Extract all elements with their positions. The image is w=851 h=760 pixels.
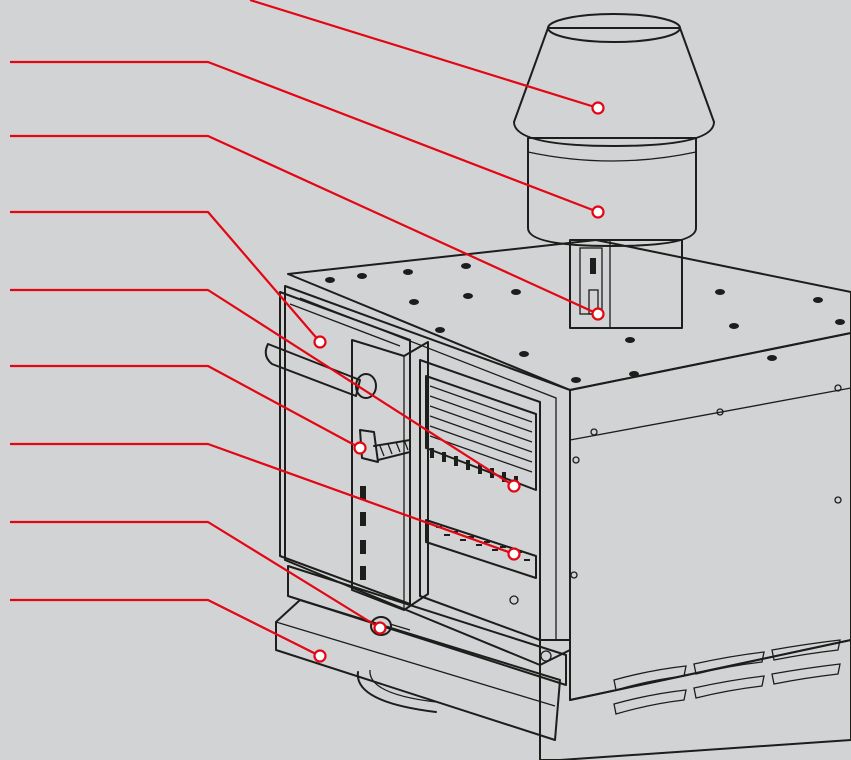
callout-chimney-cap: [249, 0, 605, 115]
oven-door: [264, 291, 429, 611]
callout-layer: [10, 0, 605, 663]
chimney-flue: [527, 137, 697, 247]
latch-spring: [373, 439, 411, 461]
flue-collar: [569, 239, 683, 329]
door-handle: [264, 343, 361, 397]
callout-grill-rack-leader: [10, 442, 515, 556]
callout-grill-rack-marker: [507, 547, 521, 561]
callout-heat-deflector: [10, 288, 521, 493]
callout-door-latch-leader: [10, 364, 361, 449]
callout-door-leader: [10, 210, 321, 343]
callout-ash-drawer-marker: [313, 649, 327, 663]
callout-door-latch-marker: [353, 441, 367, 455]
callout-chimney-flue-marker: [591, 205, 605, 219]
callout-ash-drawer: [10, 598, 327, 663]
grill-rack: [425, 519, 537, 579]
top-bolts: [325, 263, 845, 383]
drawer-knob: [370, 616, 392, 636]
callout-door: [10, 210, 327, 349]
side-panel: [569, 332, 851, 701]
callout-heat-deflector-leader: [10, 288, 515, 487]
door-panel: [279, 291, 411, 605]
callout-door-latch: [10, 364, 367, 455]
oven-chamber: [419, 359, 541, 641]
chimney: [513, 13, 715, 329]
door-slots: [360, 486, 366, 580]
plinth: [539, 639, 851, 760]
front-frame: [284, 285, 571, 666]
heat-deflector: [425, 375, 537, 491]
callout-ash-drawer-leader: [10, 598, 321, 657]
callout-drawer-knob: [10, 520, 387, 635]
callout-chimney-cap-marker: [591, 101, 605, 115]
damper-slot: [579, 247, 603, 315]
vent-slots: [613, 639, 841, 715]
callout-chimney-flue-leader: [10, 60, 599, 214]
callout-chimney-cap-leader: [249, 0, 599, 110]
callout-door-marker: [313, 335, 327, 349]
chimney-cap: [513, 27, 715, 147]
ash-drawer: [275, 599, 561, 741]
top-panel: [287, 239, 851, 391]
callout-drawer-knob-leader: [10, 520, 381, 629]
callout-flue-damper-marker: [591, 307, 605, 321]
callout-flue-damper-leader: [10, 134, 599, 316]
callout-drawer-knob-marker: [373, 621, 387, 635]
chimney-cap-top: [547, 13, 681, 43]
drawer-handle: [356, 671, 437, 713]
oven-body: [275, 239, 851, 760]
callout-grill-rack: [10, 442, 521, 561]
callout-chimney-flue: [10, 60, 605, 219]
ash-drawer-top: [287, 565, 567, 686]
callout-flue-damper: [10, 134, 605, 321]
callout-heat-deflector-marker: [507, 479, 521, 493]
